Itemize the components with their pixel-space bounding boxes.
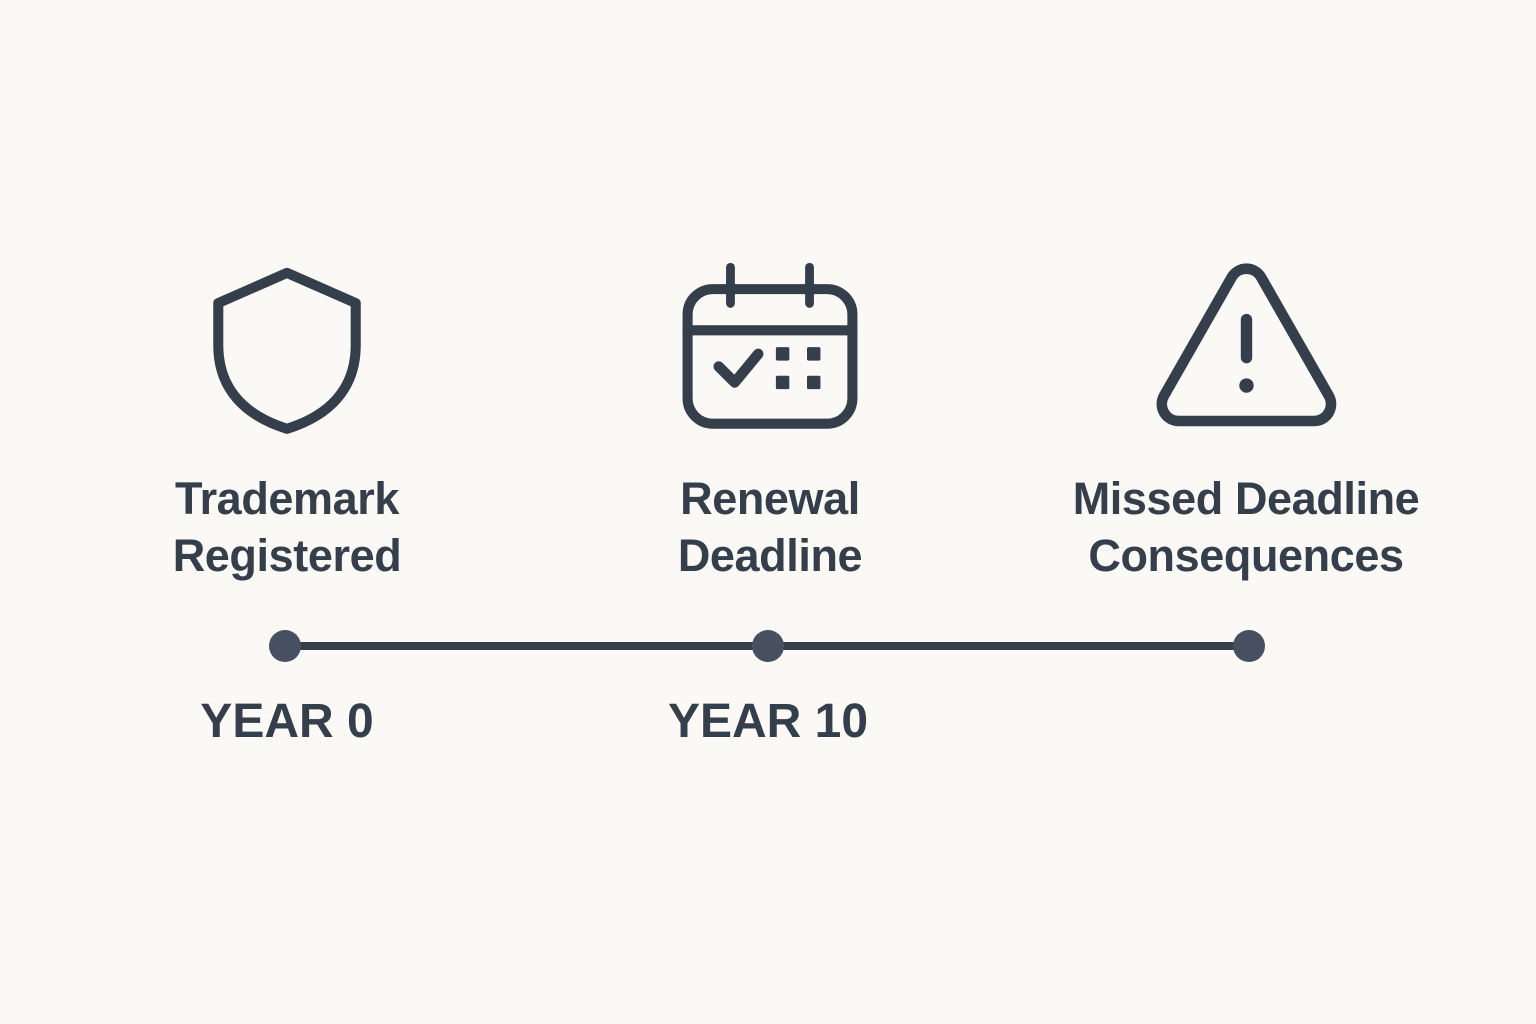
milestone-renewal-deadline: Renewal Deadline xyxy=(540,0,1000,1024)
milestone-icon-box xyxy=(1016,262,1476,438)
calendar-check-icon xyxy=(682,262,858,429)
milestone-trademark-registered: Trademark Registered xyxy=(57,0,517,1024)
year-label-0: YEAR 0 xyxy=(200,695,374,748)
milestone-title-line: Missed Deadline xyxy=(1072,473,1420,524)
milestone-title-line: Renewal xyxy=(680,473,860,524)
milestone-title: Missed Deadline Consequences xyxy=(986,470,1506,584)
milestone-title: Renewal Deadline xyxy=(510,470,1030,584)
milestone-title-line: Deadline xyxy=(677,530,863,581)
warning-triangle-icon xyxy=(1156,263,1336,427)
timeline-dot-year-0 xyxy=(269,630,301,662)
year-label-10: YEAR 10 xyxy=(667,695,869,748)
milestone-title-line: Consequences xyxy=(1088,530,1404,581)
milestone-title-line: Trademark xyxy=(174,473,400,524)
milestone-icon-box xyxy=(540,262,1000,438)
timeline-dot-year-10 xyxy=(752,630,784,662)
timeline-dot-end xyxy=(1233,630,1265,662)
shield-icon xyxy=(213,267,361,434)
milestone-missed-deadline-consequences: Missed Deadline Consequences xyxy=(1016,0,1476,1024)
milestone-title: Trademark Registered xyxy=(27,470,547,584)
milestone-icon-box xyxy=(57,262,517,438)
milestone-title-line: Registered xyxy=(172,530,402,581)
